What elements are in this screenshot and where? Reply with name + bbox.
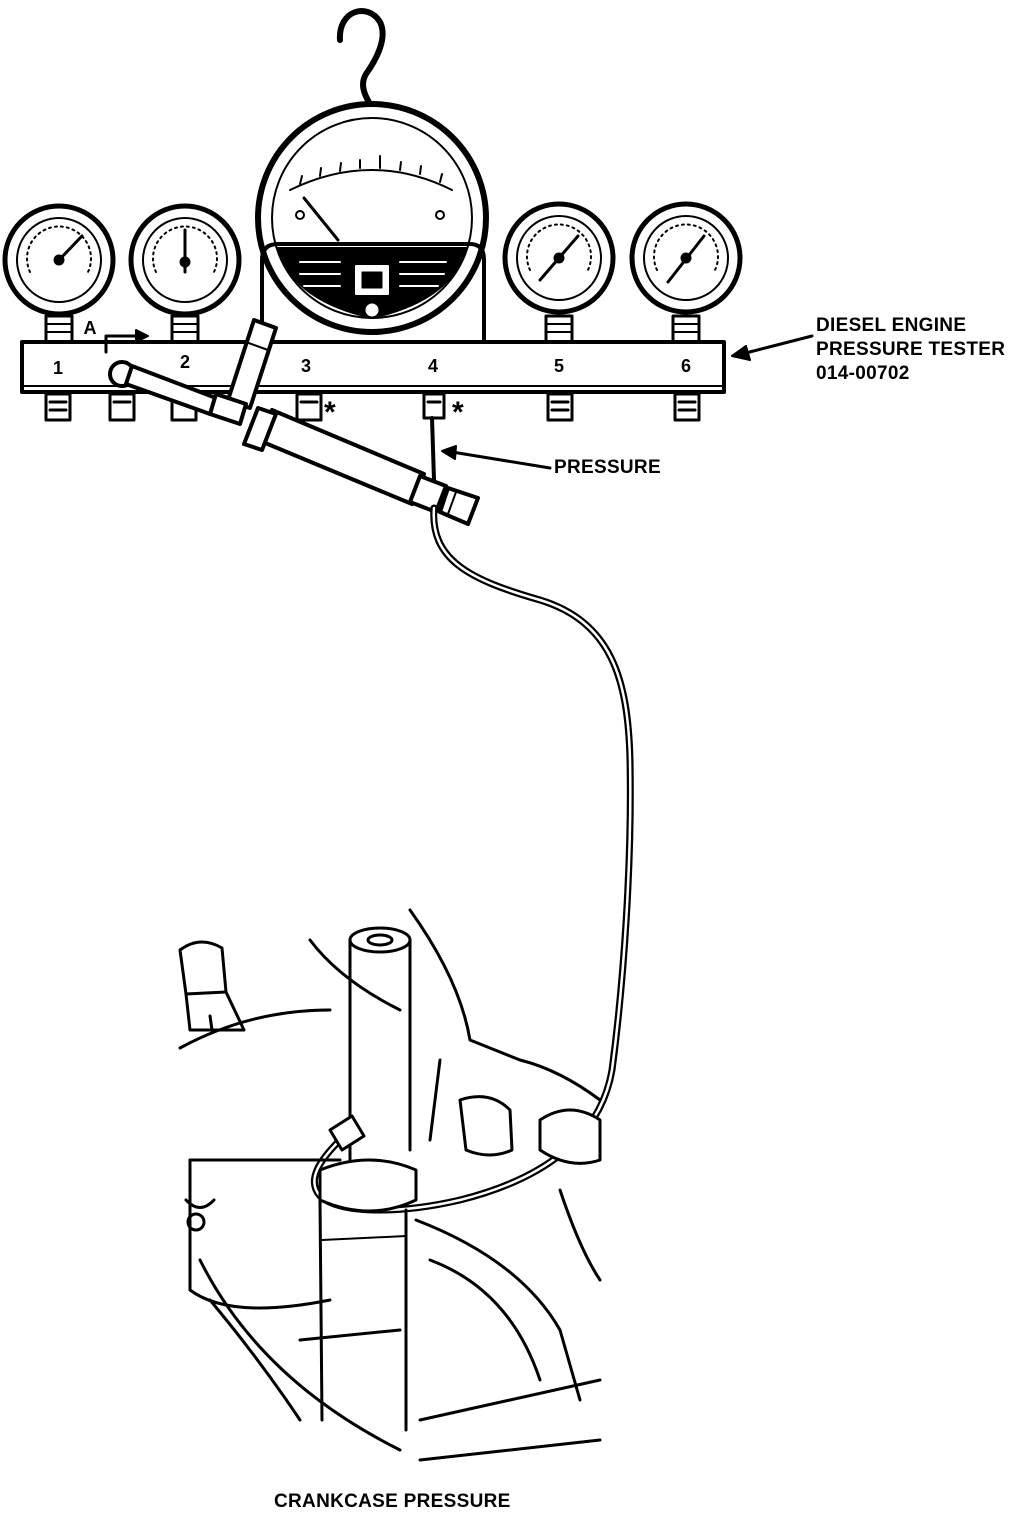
center-pressure-gauge bbox=[255, 101, 489, 335]
tester-label-line-3: 014-00702 bbox=[816, 363, 910, 384]
port-label-2: 2 bbox=[179, 352, 190, 372]
pressure-arrow bbox=[450, 450, 552, 470]
port-label-6: 6 bbox=[680, 356, 691, 376]
gauge-6 bbox=[629, 201, 743, 344]
hanging-hook bbox=[336, 8, 386, 107]
adapter-assembly bbox=[108, 318, 480, 526]
tester-arrow bbox=[740, 334, 814, 356]
tester-label-line-1: DIESEL ENGINE bbox=[816, 315, 967, 336]
port-label-4: 4 bbox=[427, 356, 438, 376]
gauge-2 bbox=[128, 203, 242, 344]
asterisk-port-3: * bbox=[324, 396, 336, 429]
figure-caption: CRANKCASE PRESSURE bbox=[274, 1491, 511, 1512]
port-fittings bbox=[44, 392, 701, 422]
engine-crankcase bbox=[178, 908, 602, 1462]
port-label-5: 5 bbox=[553, 356, 564, 376]
asterisk-port-4: * bbox=[452, 396, 464, 429]
gauge-1 bbox=[2, 203, 116, 344]
manifold-bar bbox=[20, 340, 726, 394]
callout-a-label: A bbox=[83, 318, 97, 338]
port-4-tube bbox=[430, 416, 436, 482]
gauge-5 bbox=[502, 201, 616, 344]
port-label-3: 3 bbox=[300, 356, 311, 376]
tester-label-line-2: PRESSURE TESTER bbox=[816, 339, 1006, 360]
pressure-label: PRESSURE bbox=[554, 457, 661, 478]
callout-a-arrow bbox=[104, 334, 142, 354]
center-gauge-needle bbox=[302, 196, 340, 242]
port-label-1: 1 bbox=[52, 358, 63, 378]
